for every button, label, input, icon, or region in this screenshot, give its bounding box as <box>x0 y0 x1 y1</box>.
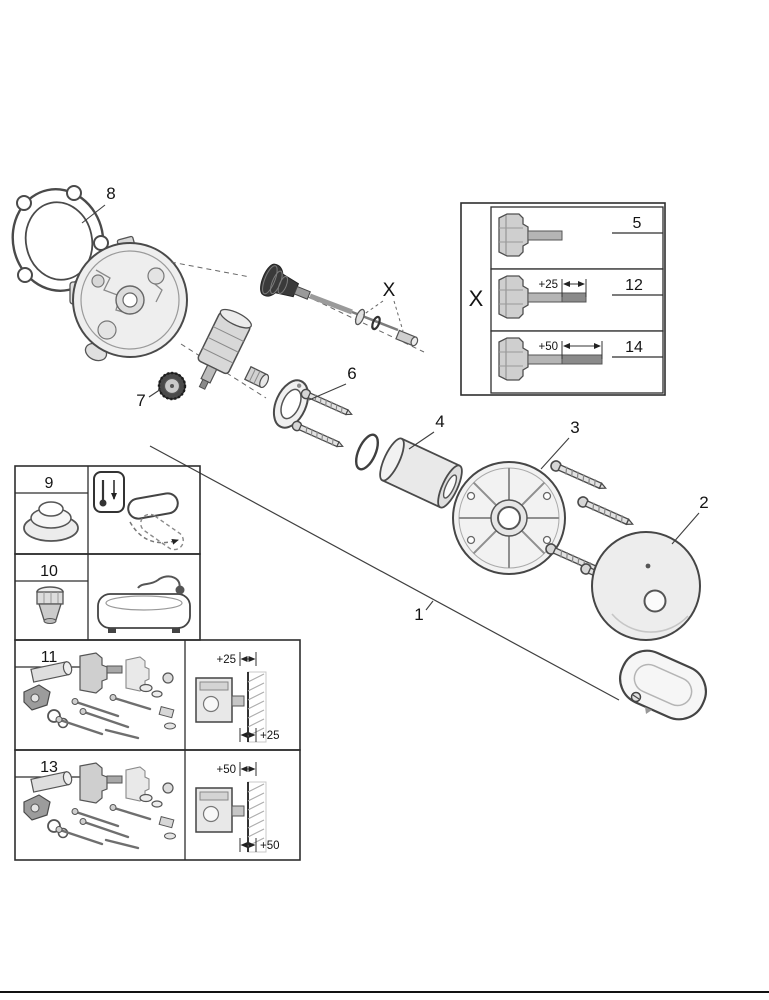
variant-legend-box: X 5 +25 12 <box>460 202 666 396</box>
callout-2: 2 <box>699 493 708 512</box>
row13-dim-top: +50 <box>216 764 236 776</box>
legend-row-12: +25 12 <box>490 268 664 332</box>
callout-3: 3 <box>570 418 579 437</box>
leader-1 <box>425 600 434 611</box>
legend-dim-25: +25 <box>538 279 558 291</box>
knurled-cap <box>157 371 187 401</box>
callout-6: 6 <box>347 364 356 383</box>
leader-8 <box>81 204 106 224</box>
o-ring <box>354 433 380 471</box>
legend-row-5: 5 <box>490 206 664 270</box>
cartridge <box>197 308 270 390</box>
valve-body <box>69 235 188 362</box>
table-num-13: 13 <box>40 759 58 776</box>
table-num-9: 9 <box>45 475 54 492</box>
assembly-axis-line <box>149 445 620 701</box>
construction-lines <box>170 261 425 399</box>
lever-motion-drawing <box>127 492 184 551</box>
legend-x-label: X <box>469 286 484 311</box>
temperature-icon <box>93 471 125 513</box>
lever-handle <box>619 649 707 721</box>
hand-shower-icon <box>175 585 185 595</box>
table-row-10: 10 <box>14 553 201 641</box>
table-num-11: 11 <box>41 649 58 666</box>
parts-table: 9 <box>14 465 301 861</box>
leader-4 <box>408 431 435 450</box>
escutcheon-ring <box>272 379 355 452</box>
sleeve-and-oring <box>354 433 463 509</box>
callout-x: X <box>383 280 396 301</box>
table-row-9: 9 <box>14 465 201 555</box>
legend-row-14: +50 14 <box>490 330 664 394</box>
legend-num-5: 5 <box>633 215 642 232</box>
callout-7: 7 <box>136 391 145 410</box>
mounting-plate <box>452 458 639 597</box>
table-num-10: 10 <box>40 563 58 580</box>
legend-num-12: 12 <box>625 277 643 294</box>
row13-dim-bottom: +50 <box>260 840 280 852</box>
callout-4: 4 <box>435 412 444 431</box>
handle-pin <box>645 707 652 714</box>
callout-1: 1 <box>414 605 423 624</box>
plug-part-drawing <box>36 586 64 624</box>
extension-sleeve <box>379 437 463 509</box>
spline-adapter <box>243 365 270 389</box>
extension-spindle-assembly <box>260 263 419 347</box>
leader-7 <box>148 388 162 398</box>
row11-dim-bottom: +25 <box>260 730 280 742</box>
leader-3 <box>540 437 570 470</box>
leader-6 <box>308 383 347 401</box>
callout-8: 8 <box>106 184 115 203</box>
leader-2 <box>671 512 700 545</box>
row11-dim-top: +25 <box>216 654 236 666</box>
legend-dim-50: +50 <box>538 341 558 353</box>
cover-plate <box>591 531 701 641</box>
cap-part-drawing <box>23 501 79 542</box>
bathtub-icon <box>97 575 191 633</box>
table-row-13: 13 +50 +50 <box>14 749 301 861</box>
legend-num-14: 14 <box>625 339 643 356</box>
